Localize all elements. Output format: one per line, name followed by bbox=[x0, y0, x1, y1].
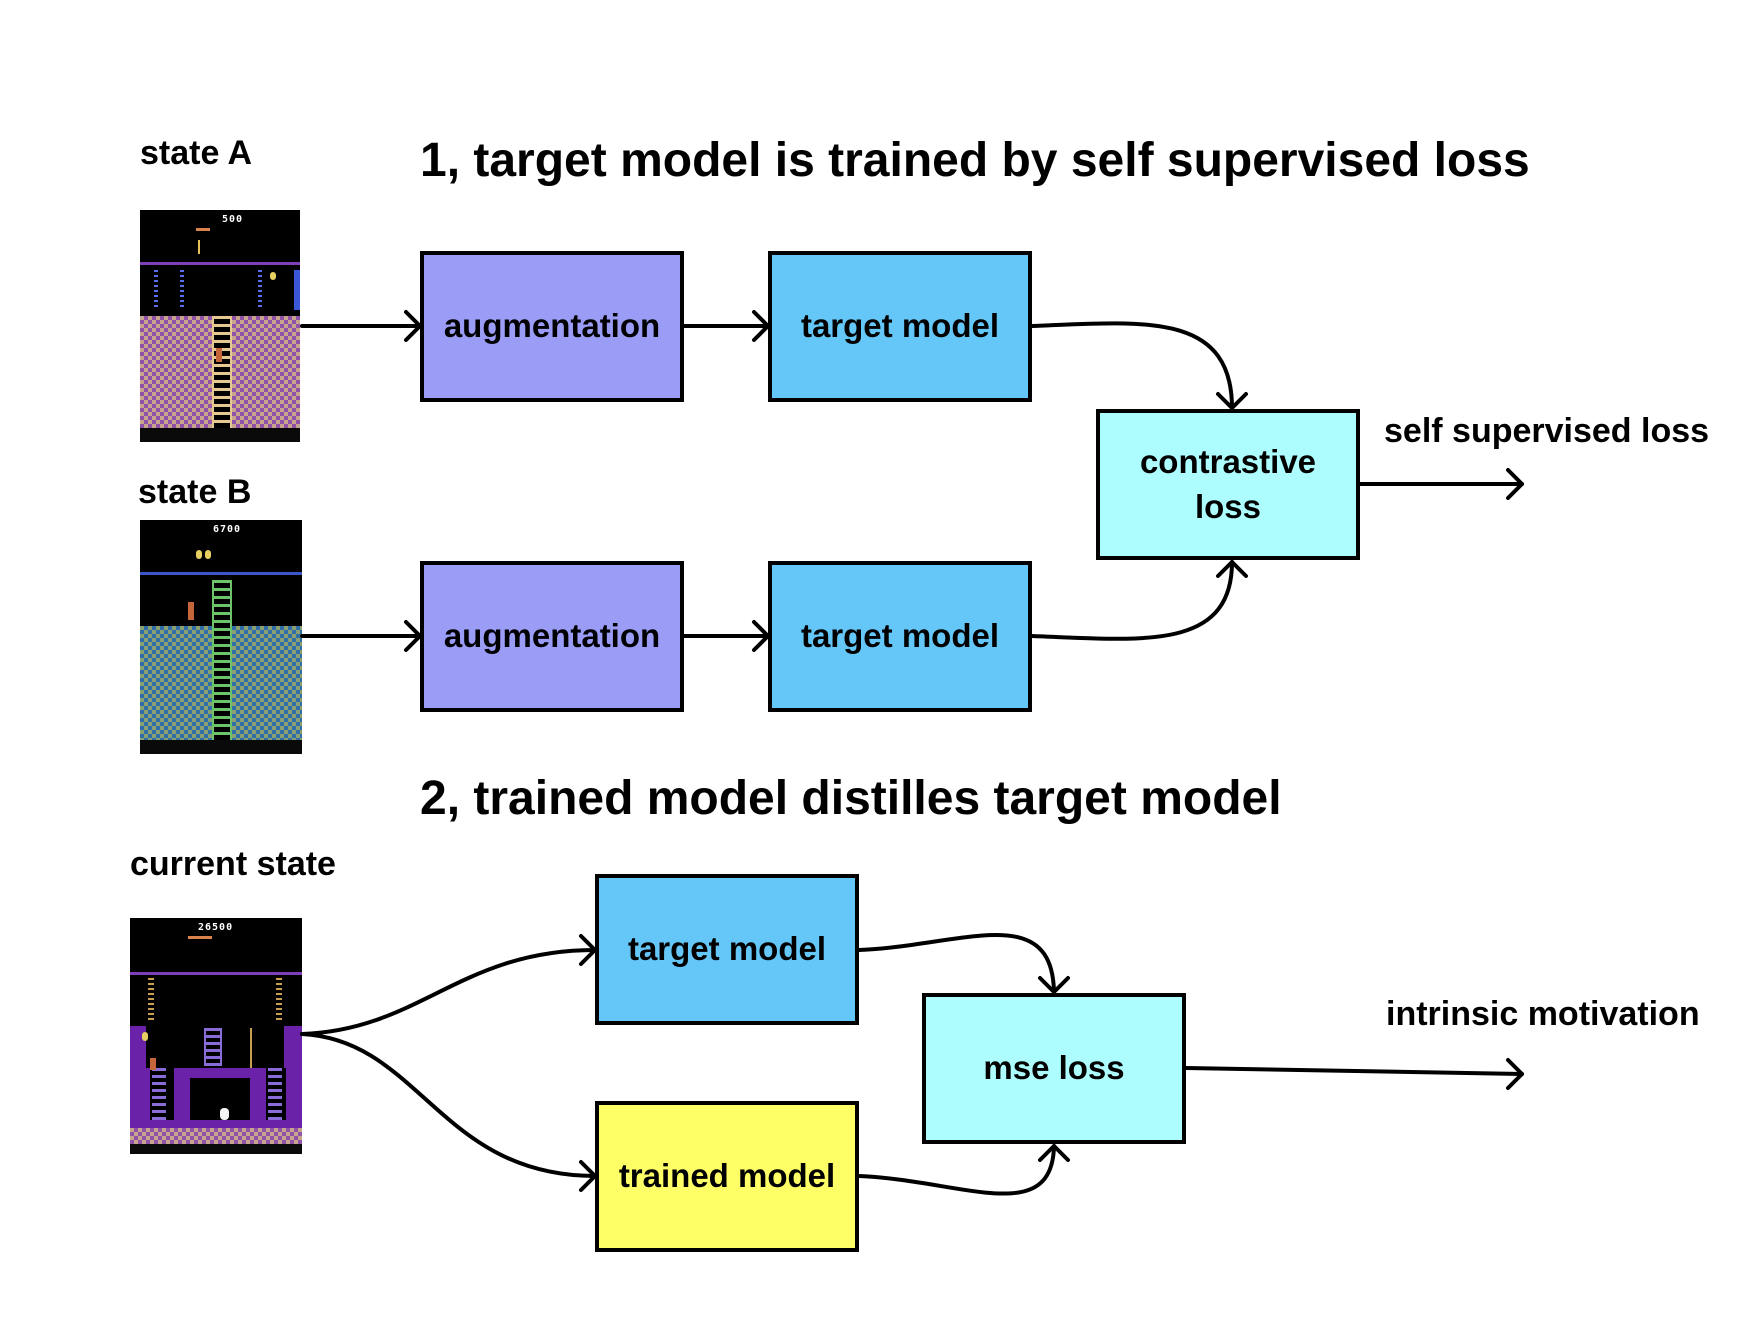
state-a-image: 500 bbox=[140, 210, 300, 442]
target-model-a-label: target model bbox=[800, 307, 1000, 345]
augmentation-box-a: augmentation bbox=[420, 251, 684, 402]
arrow-trained-to-mse bbox=[857, 1144, 1056, 1196]
mse-loss-label: mse loss bbox=[983, 1049, 1125, 1087]
section2-title: 2, trained model distilles target model bbox=[420, 772, 1282, 825]
state-b-score: 6700 bbox=[213, 524, 242, 535]
augmentation-box-b: augmentation bbox=[420, 561, 684, 712]
target-model-b-label: target model bbox=[800, 617, 1000, 655]
current-state-image: 26500 bbox=[130, 918, 302, 1154]
augmentation-b-label: augmentation bbox=[443, 617, 661, 655]
arrow-target-b-to-contrastive bbox=[1030, 560, 1234, 641]
arrow-target-a-to-contrastive bbox=[1030, 321, 1234, 410]
state-b-image: 6700 bbox=[140, 520, 302, 754]
trained-model-box: trained model bbox=[595, 1101, 859, 1252]
target-model-distill-label: target model bbox=[627, 930, 827, 968]
section1-title: 1, target model is trained by self super… bbox=[420, 134, 1530, 187]
state-b-label: state B bbox=[138, 473, 252, 511]
contrastive-loss-box: contrastive loss bbox=[1096, 409, 1360, 560]
arrow-mse-to-output bbox=[1184, 1066, 1524, 1076]
arrow-current-to-target bbox=[300, 948, 597, 1036]
target-model-box-distill: target model bbox=[595, 874, 859, 1025]
target-model-box-b: target model bbox=[768, 561, 1032, 712]
arrow-target-to-mse bbox=[857, 933, 1056, 994]
current-state-score: 26500 bbox=[198, 922, 234, 933]
state-a-label: state A bbox=[140, 134, 253, 172]
state-a-score: 500 bbox=[222, 214, 244, 225]
intrinsic-motivation-label: intrinsic motivation bbox=[1386, 995, 1700, 1033]
arrow-current-to-trained bbox=[300, 1032, 597, 1178]
target-model-box-a: target model bbox=[768, 251, 1032, 402]
self-supervised-loss-label: self supervised loss bbox=[1384, 412, 1710, 450]
contrastive-loss-line1: contrastive bbox=[1139, 442, 1317, 480]
trained-model-label: trained model bbox=[618, 1157, 836, 1195]
contrastive-loss-line2: loss bbox=[1194, 487, 1262, 525]
current-state-label: current state bbox=[130, 845, 336, 883]
mse-loss-box: mse loss bbox=[922, 993, 1186, 1144]
augmentation-a-label: augmentation bbox=[443, 307, 661, 345]
